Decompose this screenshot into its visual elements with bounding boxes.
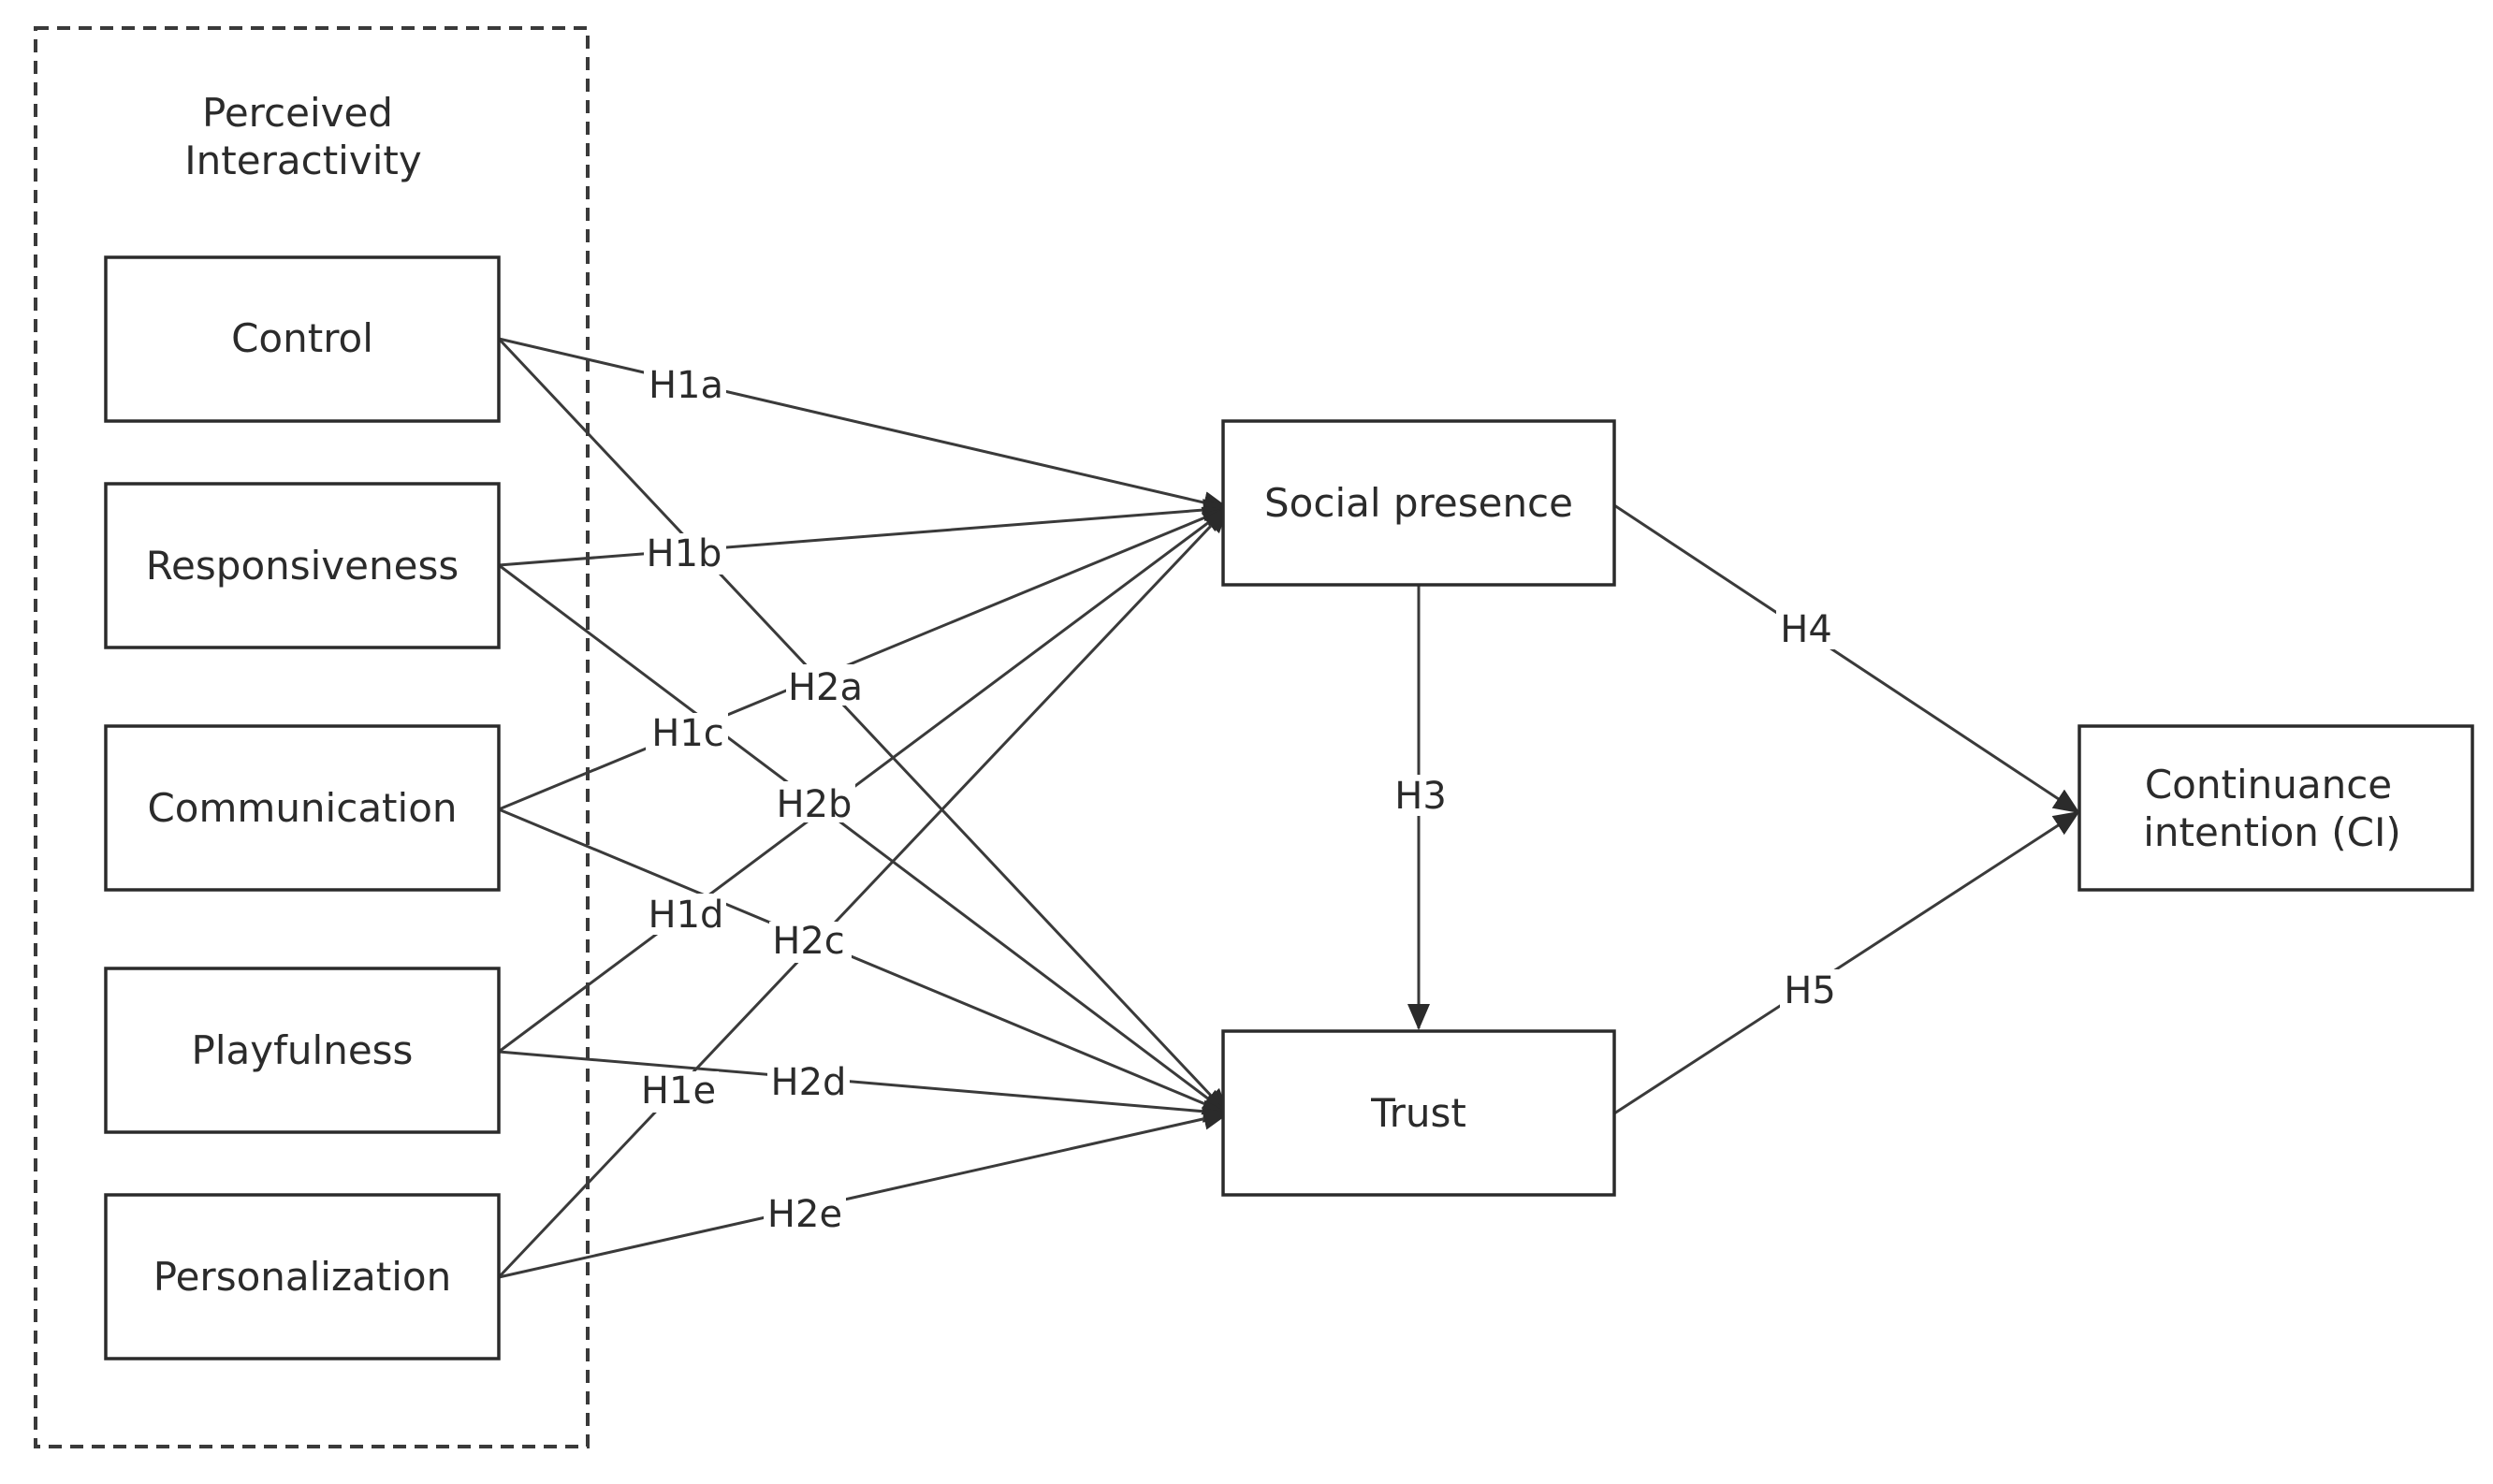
construct-communication: Communication [104, 724, 501, 892]
label-h1a: H1a [649, 364, 723, 407]
construct-responsiveness: Responsiveness [104, 482, 501, 649]
edge-h5 [1613, 810, 2080, 1115]
edge-h2a [497, 337, 1230, 1115]
construct-trust: Trust [1221, 1029, 1616, 1197]
label-h1b: H1b [647, 532, 722, 575]
edge-h2b [498, 563, 1230, 1115]
construct-control: Control [104, 255, 501, 423]
label-h1e: H1e [641, 1069, 716, 1113]
label-h2c: H2c [772, 920, 845, 963]
hypothesis-labels: H1a H1b H2a H1c H2b H1d H2c H2d H1e H2e … [636, 363, 1840, 1236]
edge-h4 [1613, 503, 2080, 814]
group-title-line1: Perceived [202, 90, 393, 136]
ci-label-line2: intention (CI) [2143, 809, 2401, 855]
label-h1c: H1c [651, 712, 724, 755]
construct-continuance-intention: Continuance intention (CI) [2078, 724, 2474, 892]
edge-h1b [498, 499, 1230, 567]
edge-h1e [497, 506, 1230, 1279]
construct-playfulness: Playfulness [104, 967, 501, 1134]
ci-label-line1: Continuance [2145, 762, 2392, 807]
edges [497, 337, 2080, 1279]
label-h4: H4 [1780, 608, 1832, 651]
label-h2d: H2d [771, 1061, 847, 1104]
label-h1d: H1d [649, 894, 724, 937]
perceived-interactivity-group [34, 26, 590, 1448]
personalization-label: Personalization [153, 1254, 451, 1300]
group-title-line2: Interactivity [184, 138, 421, 183]
label-h3: H3 [1394, 775, 1447, 818]
responsiveness-label: Responsiveness [146, 543, 459, 589]
control-label: Control [231, 315, 373, 361]
label-h2b: H2b [777, 783, 853, 826]
label-h2e: H2e [767, 1193, 842, 1236]
edge-h1d [498, 506, 1230, 1054]
edge-h2e [498, 1107, 1230, 1279]
construct-social-presence: Social presence [1221, 419, 1616, 587]
construct-personalization: Personalization [104, 1193, 501, 1360]
edge-h1c [498, 506, 1230, 811]
edge-h2c [498, 807, 1230, 1115]
playfulness-label: Playfulness [192, 1027, 414, 1073]
label-h2a: H2a [788, 666, 863, 709]
trust-label: Trust [1370, 1090, 1466, 1136]
social-presence-label: Social presence [1264, 480, 1573, 526]
label-h5: H5 [1784, 969, 1836, 1012]
edge-h2d [498, 1050, 1230, 1123]
edge-h1a [498, 337, 1230, 514]
communication-label: Communication [147, 785, 457, 831]
